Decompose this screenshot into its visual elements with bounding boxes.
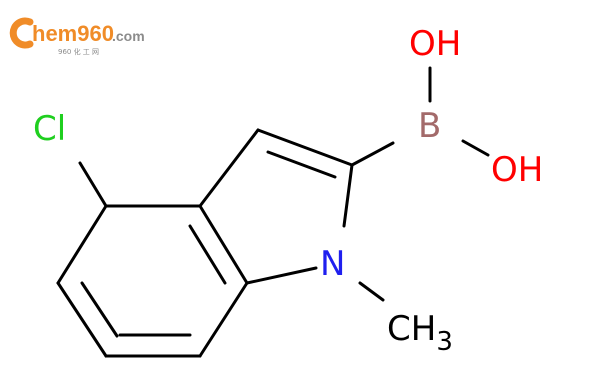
bond-inner-c3-c2 <box>266 150 337 179</box>
logo-brand: hem960 <box>32 21 114 46</box>
bond-c2-n1 <box>342 163 354 228</box>
logo-subtitle: 960 化 工 网 <box>58 47 99 56</box>
bond-c2-b <box>350 141 395 167</box>
atom-methyl-c: CH <box>387 309 436 349</box>
bond-c7a-c3a <box>198 204 249 285</box>
bond-inner-c7a-c3a <box>188 224 227 285</box>
bond-c4-c5 <box>56 204 108 285</box>
bond-n1-c7a <box>245 266 318 285</box>
bond-c4-cl <box>78 161 108 208</box>
logo-tld: .com <box>112 28 145 44</box>
logo-c-icon <box>9 17 34 49</box>
atom-nitrogen: N <box>320 244 345 284</box>
atom-labels: OH B OH Cl N CH3 <box>33 24 543 357</box>
chem960-logo[interactable]: hem960 .com 960 化 工 网 <box>9 17 145 56</box>
atom-boron: B <box>418 106 441 146</box>
atom-methyl: CH3 <box>387 309 453 357</box>
bond-inner-c5-c6 <box>80 281 119 338</box>
atom-oh-top: OH <box>409 24 461 64</box>
bonds <box>56 66 490 358</box>
bond-c3-c2 <box>256 128 354 167</box>
bond-c5-c6 <box>56 281 108 358</box>
atom-chlorine: Cl <box>33 109 66 149</box>
bond-n1-me <box>358 281 385 302</box>
bond-c7-c7a <box>198 281 249 358</box>
bond-c3a-c3 <box>198 128 260 208</box>
atom-methyl-sub: 3 <box>436 327 453 357</box>
atom-oh-right: OH <box>491 150 543 190</box>
bond-b-oh-right <box>461 139 490 157</box>
